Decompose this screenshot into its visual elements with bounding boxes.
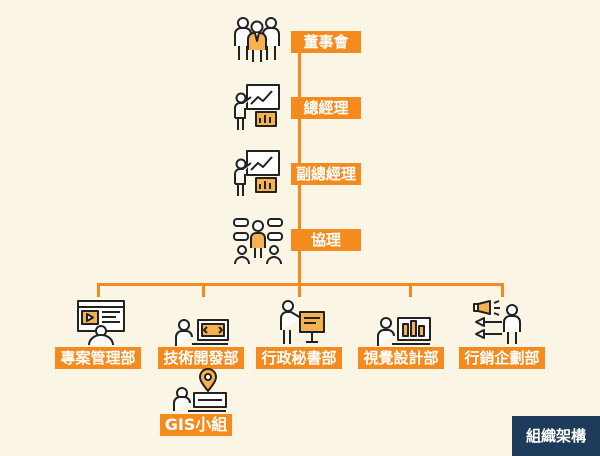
node-gis-team[interactable]: GIS小組 bbox=[160, 414, 232, 436]
marketing-megaphone-icon bbox=[473, 300, 521, 344]
node-dept-marketing[interactable]: 行銷企劃部 bbox=[459, 347, 545, 369]
node-dept-tech[interactable]: 技術開發部 bbox=[158, 347, 244, 369]
designer-tools-icon bbox=[377, 317, 431, 346]
presenter-chart-icon bbox=[234, 150, 280, 196]
node-director[interactable]: 協理 bbox=[291, 229, 361, 251]
node-board[interactable]: 董事會 bbox=[291, 31, 361, 53]
org-structure-label: 組織架構 bbox=[512, 416, 600, 456]
drop-connector-4 bbox=[409, 283, 412, 297]
project-screen-icon bbox=[77, 300, 125, 346]
node-general-manager[interactable]: 總經理 bbox=[291, 97, 361, 119]
drop-connector-3 bbox=[298, 283, 301, 297]
node-deputy-gm[interactable]: 副總經理 bbox=[291, 163, 361, 185]
presenter-chart-icon bbox=[234, 84, 280, 130]
node-dept-project[interactable]: 專案管理部 bbox=[55, 347, 141, 369]
gis-map-pin-icon bbox=[173, 368, 227, 412]
admin-presenter-icon bbox=[280, 300, 325, 344]
board-group-icon bbox=[234, 17, 280, 62]
node-dept-admin[interactable]: 行政秘書部 bbox=[256, 347, 342, 369]
drop-connector-2 bbox=[202, 283, 205, 297]
drop-connector-5 bbox=[501, 283, 504, 297]
drop-connector-1 bbox=[97, 283, 100, 297]
developer-monitor-icon bbox=[175, 319, 229, 346]
node-dept-design[interactable]: 視覺設計部 bbox=[358, 347, 444, 369]
team-meeting-icon bbox=[233, 218, 283, 265]
